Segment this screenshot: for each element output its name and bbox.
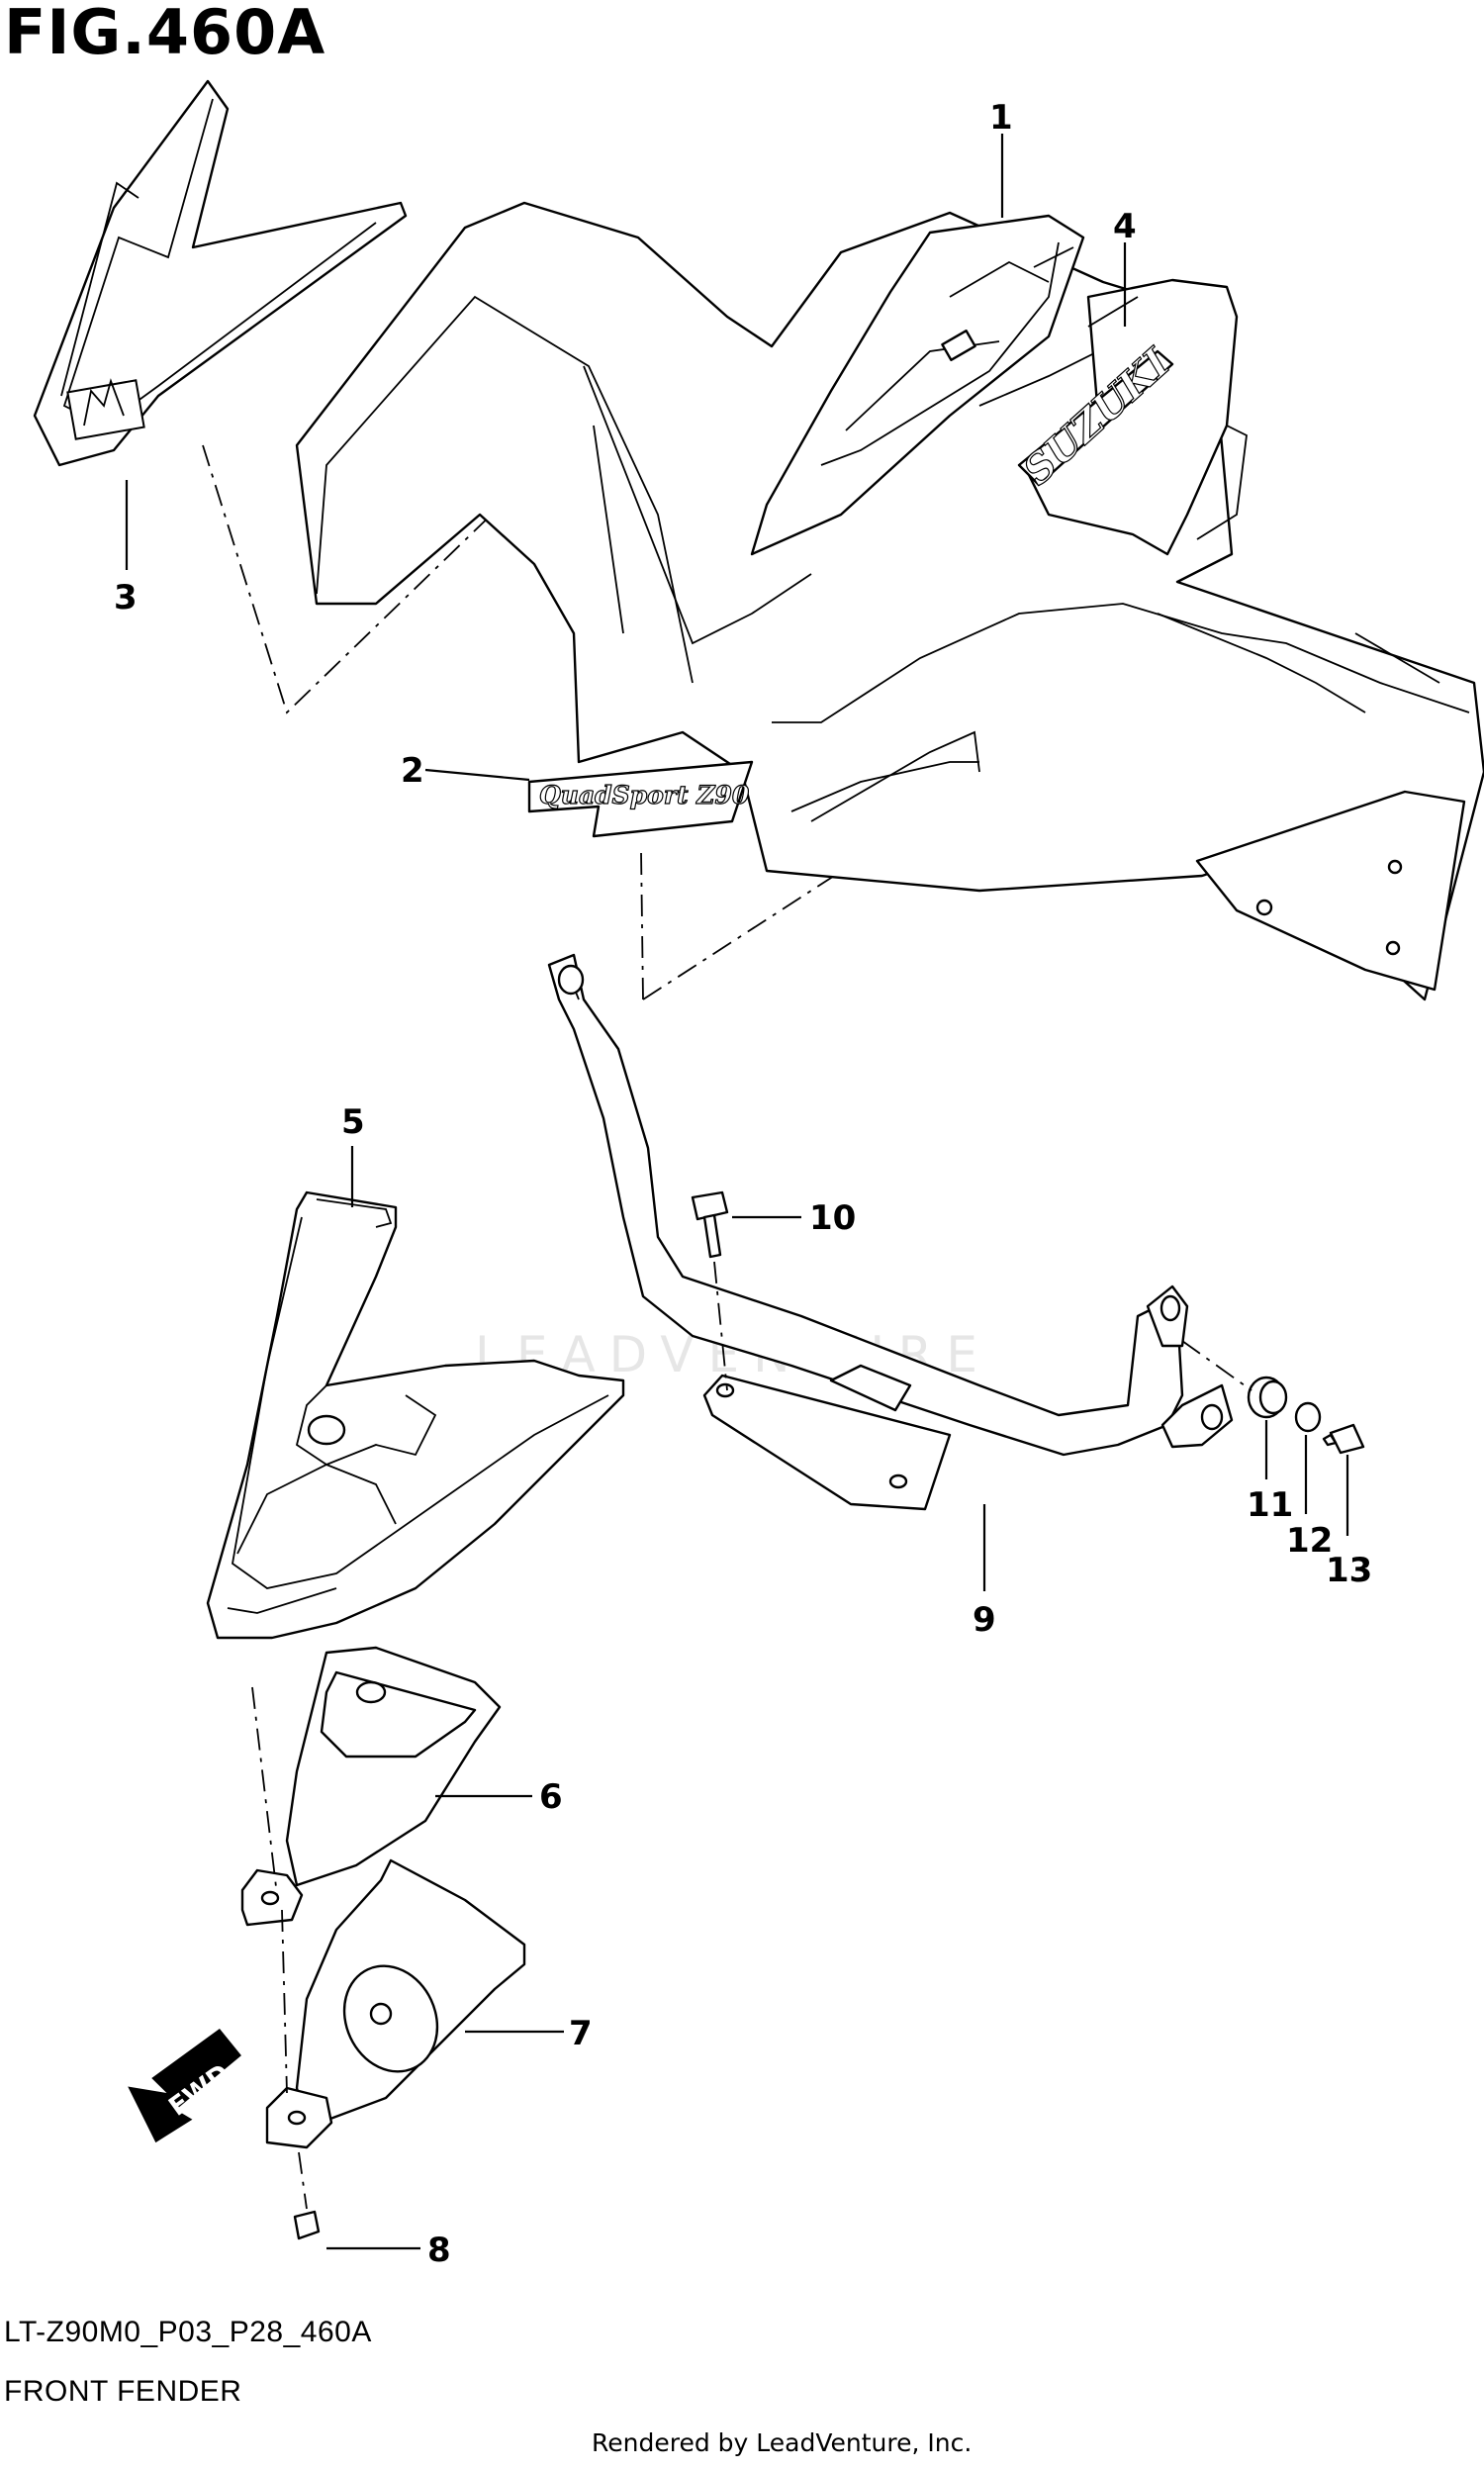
part-fender-body[interactable]: SUZUKI [202, 201, 1484, 1001]
figure-code: LT-Z90M0_P03_P28_460A [4, 2316, 372, 2348]
callout-8: 8 [427, 2231, 451, 2270]
quadsport-decal: QuadSport Z90 [539, 781, 750, 809]
part-3-emblem-panel[interactable] [33, 79, 408, 467]
fwd-arrow-icon: FWD [128, 2028, 241, 2143]
part-13-bolt[interactable] [1322, 1423, 1365, 1455]
callout-12: 12 [1286, 1521, 1333, 1561]
part-12-washer[interactable] [1294, 1401, 1322, 1433]
leader-2 [424, 768, 530, 782]
callout-3: 3 [114, 578, 138, 618]
callout-11: 11 [1247, 1485, 1293, 1525]
render-credit: Rendered by LeadVenture, Inc. [592, 2428, 973, 2457]
part-8-screw[interactable] [293, 2151, 321, 2240]
callout-4: 4 [1113, 207, 1137, 246]
callout-2: 2 [401, 751, 424, 791]
callout-7: 7 [569, 2014, 593, 2053]
callout-1: 1 [989, 98, 1013, 138]
callout-6: 6 [539, 1777, 563, 1817]
part-10-bolt[interactable] [691, 1190, 729, 1391]
part-2-decal[interactable]: QuadSport Z90 [527, 760, 754, 1000]
part-9-bumper-bar[interactable] [547, 953, 1234, 1511]
part-7-lower-guard[interactable] [265, 1858, 526, 2149]
callout-9: 9 [973, 1600, 996, 1640]
part-6-inner-shield[interactable] [240, 1646, 502, 1927]
figure-title: FIG.460A [4, 0, 326, 68]
part-5-front-cover[interactable] [206, 1190, 625, 1640]
callout-13: 13 [1326, 1551, 1372, 1590]
figure-name: FRONT FENDER [4, 2375, 242, 2408]
callout-10: 10 [809, 1198, 856, 1238]
part-11-grommet[interactable] [1247, 1376, 1288, 1419]
callout-5: 5 [341, 1102, 365, 1142]
